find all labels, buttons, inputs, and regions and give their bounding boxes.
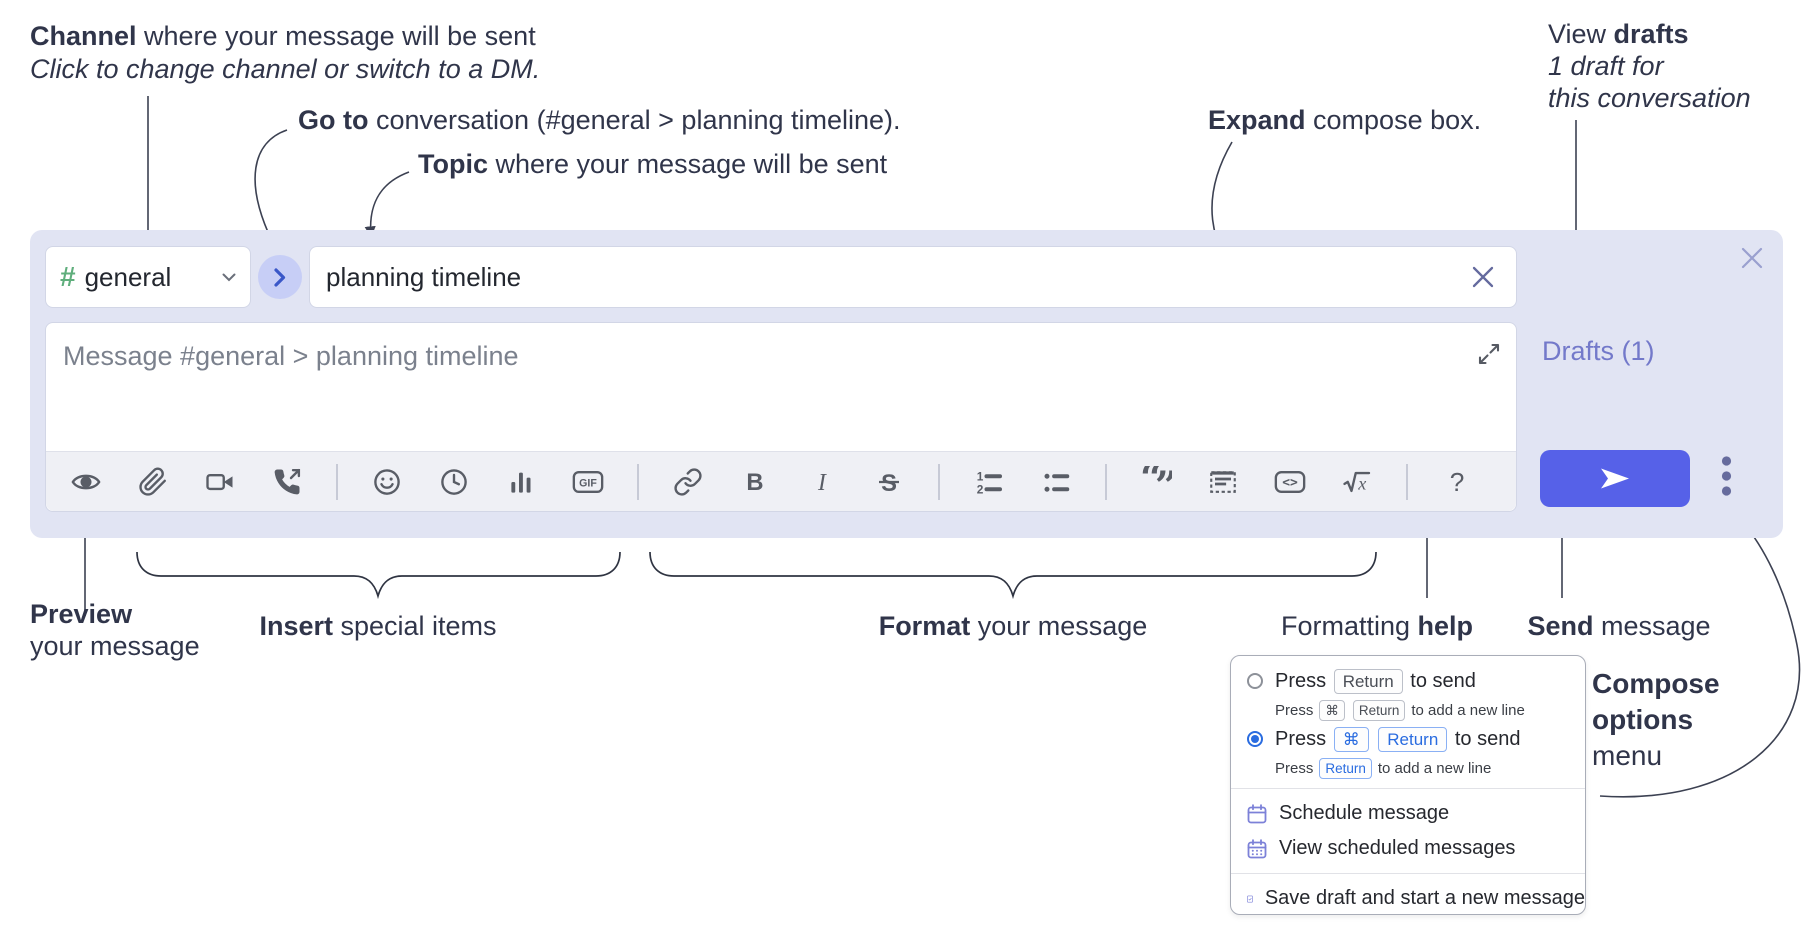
spoiler-icon[interactable] xyxy=(1205,465,1241,499)
math-icon[interactable]: x xyxy=(1339,465,1375,499)
svg-text:2: 2 xyxy=(977,482,984,496)
arrow-topic xyxy=(364,171,410,238)
svg-text:<>: <> xyxy=(1282,475,1298,490)
radio-selected-icon[interactable] xyxy=(1247,731,1263,747)
message-box[interactable]: Message #general > planning timeline xyxy=(45,322,1517,512)
return-keycap: Return xyxy=(1319,757,1372,779)
annotation-channel: Channel where your message will be sent … xyxy=(30,21,541,84)
calendar-icon xyxy=(1247,803,1267,823)
annotation-view-drafts: View drafts 1 draft for this conversatio… xyxy=(1548,19,1751,113)
cmd-keycap: ⌘ xyxy=(1333,726,1369,752)
annotation-format: Format your message xyxy=(878,611,1148,641)
toolbar-divider xyxy=(938,463,940,500)
svg-text:x: x xyxy=(1357,473,1366,493)
quote-icon[interactable]: “” xyxy=(1138,465,1174,499)
compose-toolbar: GIF B I S xyxy=(46,451,1516,511)
go-to-conversation-button[interactable] xyxy=(258,255,302,299)
code-icon[interactable]: <> xyxy=(1272,465,1308,499)
svg-text:I: I xyxy=(817,470,827,496)
strikethrough-icon[interactable]: S xyxy=(871,465,907,499)
cmd-keycap: ⌘ xyxy=(1319,699,1345,721)
svg-text:1: 1 xyxy=(977,469,984,483)
calendar-grid-icon xyxy=(1247,838,1267,858)
svg-text:“: “ xyxy=(1140,466,1163,498)
audio-call-icon[interactable] xyxy=(269,465,305,499)
close-compose-icon[interactable] xyxy=(1738,244,1766,272)
brace-insert xyxy=(136,551,621,600)
menu-divider xyxy=(1231,873,1585,874)
annotation-topic: Topic where your message will be sent xyxy=(418,149,888,179)
brace-format xyxy=(649,551,1377,600)
menu-item-save-draft[interactable]: Save draft and start a new message xyxy=(1231,881,1585,916)
channel-selector[interactable]: # general xyxy=(45,246,251,308)
menu-divider xyxy=(1231,788,1585,789)
menu-item-view-scheduled[interactable]: View scheduled messages xyxy=(1231,831,1585,866)
send-plane-icon xyxy=(1601,468,1629,489)
arrow-goto xyxy=(254,129,288,243)
annotation-channel-sub: Click to change channel or switch to a D… xyxy=(30,54,541,84)
return-keycap: Return xyxy=(1333,668,1403,694)
channel-hash-icon: # xyxy=(60,261,76,292)
expand-compose-icon[interactable] xyxy=(1477,342,1501,366)
send-option-return-sub: Press ⌘ Return to add a new line xyxy=(1275,699,1525,721)
poll-icon[interactable] xyxy=(503,465,539,499)
video-call-icon[interactable] xyxy=(202,465,238,499)
gif-icon[interactable]: GIF xyxy=(570,465,606,499)
svg-text:S: S xyxy=(881,469,897,496)
chevron-right-icon xyxy=(274,267,286,287)
toolbar-divider xyxy=(1105,463,1107,500)
toolbar-divider xyxy=(637,463,639,500)
draft-check-icon xyxy=(1247,895,1253,903)
bold-icon[interactable]: B xyxy=(737,465,773,499)
svg-text:GIF: GIF xyxy=(579,477,597,489)
bulleted-list-icon[interactable] xyxy=(1038,465,1074,499)
drafts-link[interactable]: Drafts (1) xyxy=(1542,336,1655,366)
italic-icon[interactable]: I xyxy=(804,465,840,499)
send-options-menu: Press Return to send Press ⌘ Return to a… xyxy=(1230,655,1586,915)
message-placeholder: Message #general > planning timeline xyxy=(63,341,519,371)
send-button[interactable] xyxy=(1540,450,1690,507)
send-option-cmd-return[interactable]: Press ⌘ Return to send xyxy=(1231,723,1585,755)
compose-panel: # general Message #general > planning ti… xyxy=(30,230,1783,538)
send-option-cmd-return-sub: Press Return to add a new line xyxy=(1275,757,1492,779)
preview-eye-icon[interactable] xyxy=(68,465,104,499)
return-keycap: Return xyxy=(1352,699,1406,721)
link-icon[interactable] xyxy=(670,465,706,499)
svg-text:?: ? xyxy=(1450,467,1465,497)
annotation-formatting-help: Formatting help xyxy=(1280,611,1474,641)
svg-text:”: ” xyxy=(1155,466,1172,498)
annotation-goto: Go to conversation (#general > planning … xyxy=(298,105,901,135)
annotation-send: Send message xyxy=(1527,611,1711,641)
annotation-preview: Preview your message xyxy=(30,599,200,661)
chevron-down-icon xyxy=(222,273,236,281)
radio-unselected-icon[interactable] xyxy=(1247,673,1263,689)
attach-file-icon[interactable] xyxy=(135,465,171,499)
message-formatting-help-icon[interactable]: ? xyxy=(1439,465,1475,499)
annotation-channel-bold: Channel xyxy=(30,21,137,51)
send-option-return[interactable]: Press Return to send xyxy=(1231,665,1585,697)
return-keycap: Return xyxy=(1378,726,1448,752)
annotation-compose-options: Compose options menu xyxy=(1592,668,1720,771)
global-time-icon[interactable] xyxy=(436,465,472,499)
clear-topic-icon[interactable] xyxy=(1470,264,1496,290)
topic-input[interactable] xyxy=(309,246,1517,308)
svg-text:B: B xyxy=(746,469,763,496)
compose-options-menu-icon[interactable] xyxy=(1721,455,1732,506)
emoji-icon[interactable] xyxy=(369,465,405,499)
menu-item-schedule-message[interactable]: Schedule message xyxy=(1231,796,1585,831)
channel-name: general xyxy=(84,261,172,292)
toolbar-divider xyxy=(336,463,338,500)
toolbar-divider xyxy=(1406,463,1408,500)
annotation-insert: Insert special items xyxy=(259,611,497,641)
annotation-expand: Expand compose box. xyxy=(1208,105,1482,135)
